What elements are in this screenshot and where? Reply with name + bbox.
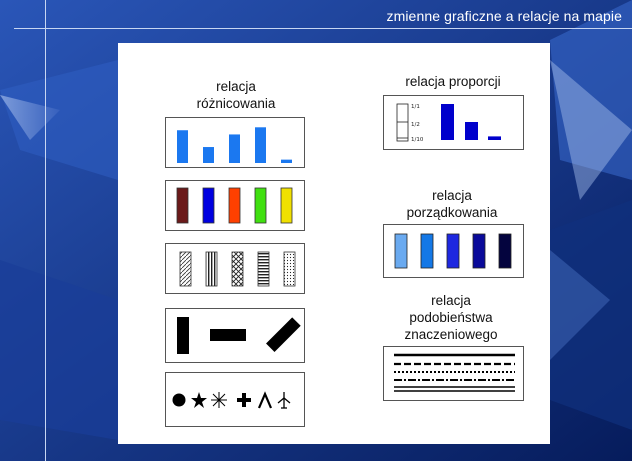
size-bar-3 xyxy=(229,134,240,163)
order-heading-line1: relacja xyxy=(432,188,472,203)
content-panel: relacja różnicowania xyxy=(118,43,550,444)
hue-variable-box xyxy=(165,180,305,231)
line-style-double xyxy=(394,386,515,392)
orientation-variable-box xyxy=(165,308,305,363)
scale-label-1-2: 1/2 xyxy=(411,122,420,128)
size-bar-4 xyxy=(255,127,266,163)
similarity-heading-line1: relacja xyxy=(431,293,471,308)
hue-bar-5 xyxy=(280,187,293,224)
scale-label-1-1: 1/1 xyxy=(411,104,420,110)
similarity-heading-line3: znaczeniowego xyxy=(404,327,498,342)
order-variable-box xyxy=(383,224,524,278)
size-bar-5 xyxy=(281,159,292,163)
hue-bar-2 xyxy=(202,187,215,224)
order-bar-1 xyxy=(394,233,408,269)
title-divider xyxy=(14,28,632,29)
order-bar-5 xyxy=(498,233,512,269)
similarity-heading: relacja podobieństwa znaczeniowego xyxy=(376,292,526,343)
order-bar-2 xyxy=(420,233,434,269)
proportion-scale-frame xyxy=(396,103,409,142)
proportion-variable-box: 1/1 1/2 1/10 xyxy=(383,95,524,150)
texture-bar-cross xyxy=(231,251,244,287)
texture-variable-box xyxy=(165,243,305,294)
order-bars xyxy=(394,233,512,269)
similarity-heading-line2: podobieństwa xyxy=(409,310,493,325)
texture-bar-vertical xyxy=(205,251,218,287)
differentiation-heading-line1: relacja xyxy=(216,79,256,94)
orientation-bar-horizontal xyxy=(210,329,246,341)
star-icon xyxy=(191,392,207,408)
shape-variable-box xyxy=(165,372,305,427)
lambda-icon xyxy=(257,391,273,409)
hue-bars xyxy=(176,187,293,224)
proportion-heading: relacja proporcji xyxy=(405,74,501,89)
size-bars xyxy=(177,127,292,163)
texture-bar-diagonal xyxy=(179,251,192,287)
circle-icon xyxy=(172,393,186,407)
hue-bar-3 xyxy=(228,187,241,224)
proportion-bar-1 xyxy=(441,104,454,140)
size-variable-box xyxy=(165,117,305,168)
differentiation-heading: relacja różnicowania xyxy=(166,78,306,112)
orientation-bars xyxy=(177,317,301,354)
similarity-variable-box xyxy=(383,346,524,401)
plane-icon xyxy=(277,392,291,409)
hue-bar-4 xyxy=(254,187,267,224)
shape-icons xyxy=(172,391,291,409)
texture-bars xyxy=(179,251,296,287)
order-bar-3 xyxy=(446,233,460,269)
hue-bar-1 xyxy=(176,187,189,224)
size-bar-1 xyxy=(177,130,188,163)
size-bar-2 xyxy=(203,147,214,163)
order-heading-line2: porządkowania xyxy=(406,205,498,220)
slide-title: zmienne graficzne a relacje na mapie xyxy=(386,8,622,24)
orientation-bar-vertical xyxy=(177,317,189,354)
proportion-bar-3 xyxy=(488,136,501,140)
texture-bar-horizontal xyxy=(257,251,270,287)
proportion-bar-2 xyxy=(465,122,478,140)
asterisk-icon xyxy=(211,392,227,408)
scale-label-1-10: 1/10 xyxy=(411,137,424,143)
vertical-divider xyxy=(45,0,46,461)
texture-bar-dots xyxy=(283,251,296,287)
order-bar-4 xyxy=(472,233,486,269)
line-styles xyxy=(394,353,515,392)
order-heading: relacja porządkowania xyxy=(380,187,524,221)
cross-icon xyxy=(237,393,251,407)
differentiation-heading-line2: różnicowania xyxy=(196,96,276,111)
proportion-bars: 1/1 1/2 1/10 xyxy=(396,103,501,143)
orientation-bar-diagonal xyxy=(266,317,301,352)
